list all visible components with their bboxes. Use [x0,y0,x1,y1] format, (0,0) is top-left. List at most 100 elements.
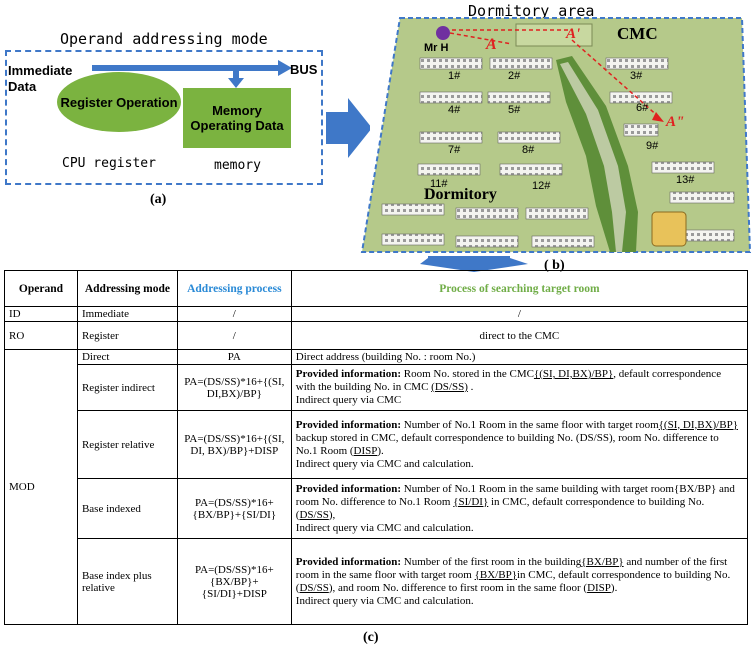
cell-process: PA=(DS/SS)*16+{(SI, DI, BX)/BP}+DISP [176,410,292,479]
register-operation-label: Register Operation [60,94,178,110]
dormitory-label: Dormitory [424,186,497,203]
search-text: Indirect query via CMC and calculation. [295,521,474,534]
building-number: 5# [508,104,521,116]
building-4 [419,91,483,104]
cmc-label: CMC [617,24,658,43]
building-row4-d [669,191,735,204]
building-11 [417,163,481,176]
building-number: 13# [676,174,695,186]
panel-link-arrow [326,98,370,158]
cpu-register-label: CPU register [62,156,156,171]
building-row5-b [455,235,519,248]
search-text: Indirect query via CMC [295,394,402,406]
cell-operand: RO [4,321,78,350]
building-row4-a [381,203,445,216]
table-row: Base indexed PA=(DS/SS)*16+{BX/BP}+{SI/D… [5,478,749,539]
bus-arrowhead [278,60,292,76]
search-text: Number of the first room in the building [401,555,582,568]
marker-a: A [486,36,497,53]
search-text: Number of No.1 Room in the same floor wi… [401,418,659,431]
cell-mode: Register indirect [76,364,178,411]
table-header-row: Operand Addressing mode Addressing proce… [4,270,749,307]
building-7 [419,131,483,144]
mr-h-marker [436,26,450,40]
cell-process: PA=(DS/SS)*16+{BX/BP}+{SI/DI}+DISP [176,538,292,625]
marker-a-double: A" [666,114,685,130]
panel-a-arrows [92,60,370,158]
search-text: ). [377,444,384,457]
caption-c: (c) [363,630,379,645]
building-number: 8# [522,144,535,156]
cell-mode: Register [76,321,178,350]
memory-arrowhead [228,78,244,88]
caption-a: (a) [150,192,167,207]
building-5 [487,91,551,104]
addressing-table: Operand Addressing mode Addressing proce… [4,270,749,625]
cell-operand: ID [4,306,78,322]
panel-a-title: Operand addressing mode [60,30,268,48]
search-text: Number of No.1 Room in the same building… [295,482,735,508]
memory-operating-box: Memory Operating Data [183,88,291,148]
table-row: Base index plus relative PA=(DS/SS)*16+{… [5,538,749,625]
table-row: Register indirect PA=(DS/SS)*16+{(SI, DI… [5,364,749,411]
road [560,62,626,252]
memory-label: memory [214,158,261,173]
building-3 [605,57,669,70]
cell-mode: Base index plus relative [76,538,178,625]
cell-process: / [176,306,292,322]
search-underline: (DS/SS) [431,381,468,393]
register-operation-ellipse: Register Operation [57,72,181,132]
search-text: Indirect query via CMC and calculation. [295,594,474,607]
search-text: . [467,381,474,393]
cell-process: / [176,321,292,350]
building-number: 6# [636,102,649,114]
search-underline: DS/SS [299,508,329,521]
header-addressing-process: Addressing process [176,270,292,307]
building-1 [419,57,483,70]
search-text: Room No. stored in the CMC [401,368,534,380]
header-operand: Operand [4,270,78,307]
search-text: ). [610,581,618,594]
cell-process: PA=(DS/SS)*16+{(SI, DI,BX)/BP} [176,364,292,411]
building-6 [609,91,673,104]
building-row4-b [455,207,519,220]
provided-info-label: Provided information: [295,555,402,568]
cell-search: Provided information: Room No. stored in… [290,364,749,411]
bus-label: BUS [290,62,318,77]
building-9 [623,123,659,137]
building-row5-c [531,235,595,248]
search-underline: DISP [587,581,611,594]
provided-info-label: Provided information: [295,418,402,431]
cell-operand-mod: MOD [4,349,78,625]
building-2 [489,57,553,70]
building-number: 2# [508,70,521,82]
route-arrowhead [652,112,664,122]
down-arrow-shape [420,256,528,272]
cell-process: PA [176,349,292,365]
table-row: RO Register / direct to the CMC [4,321,749,350]
table-row: Register relative PA=(DS/SS)*16+{(SI, DI… [5,410,749,479]
stadium [651,211,687,247]
building-number: 3# [630,70,643,82]
search-underline: {BX/BP} [474,568,517,581]
search-underline: {BX/BP} [581,555,624,568]
building-number: 11# [430,178,448,190]
search-underline: DISP [353,444,378,457]
building-number: 7# [448,144,461,156]
building-12 [499,163,563,176]
panel-b-down-arrow [420,256,528,272]
buildings [381,57,735,248]
search-underline: {SI/DI} [453,495,489,508]
panel-a-frame [5,50,323,185]
dormitory-map [360,17,752,253]
building-number: 4# [448,104,461,116]
search-underline: {(SI, DI,BX)/BP} [658,418,738,431]
cell-mode: Direct [76,349,178,365]
header-addressing-mode: Addressing mode [76,270,178,307]
mr-h-label: Mr H [424,42,449,54]
caption-b: ( b) [544,258,565,273]
cmc-building [515,23,593,47]
cell-search: / [290,306,749,322]
marker-a-prime: A' [566,26,581,42]
building-row5-a [381,233,445,246]
